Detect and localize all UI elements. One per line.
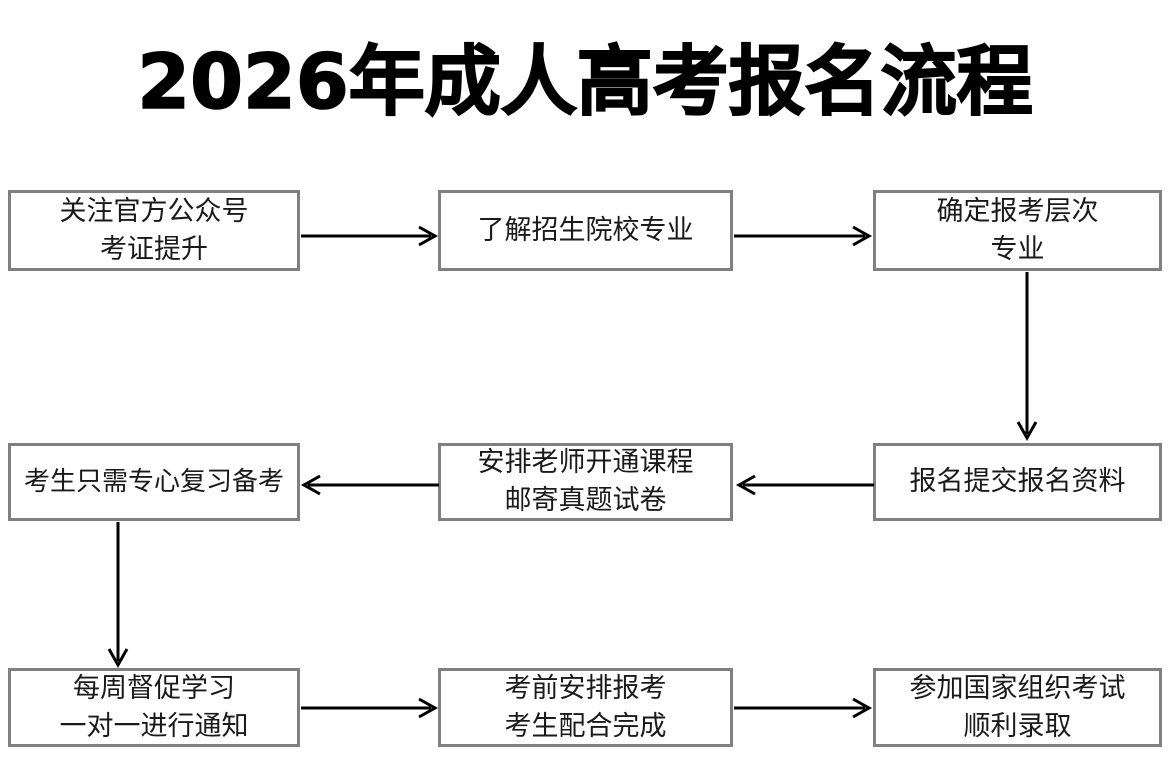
flow-node-8-line-2: 考生配合完成 [504,710,667,742]
flow-node-1-line-1: 关注官方公众号 [59,195,249,227]
flow-node-6-line-1: 考生只需专心复习备考 [23,467,284,497]
flow-node-2-line-1: 了解招生院校专业 [477,214,694,246]
arrow-node1-to-node2 [301,224,439,248]
flow-node-1[interactable]: 关注官方公众号 考证提升 [8,190,300,271]
flow-node-7-line-2: 一对一进行通知 [59,710,249,742]
page-title: 2026年成人高考报名流程 [136,36,1033,127]
arrow-node7-to-node8 [301,696,439,720]
arrow-node2-to-node3 [734,224,874,248]
flow-node-4[interactable]: 报名提交报名资料 [873,443,1162,521]
flow-node-8-line-1: 考前安排报考 [504,672,667,704]
flow-node-2[interactable]: 了解招生院校专业 [438,190,733,271]
arrow-node3-to-node4 [1015,272,1039,443]
flow-node-5-line-1: 安排老师开通课程 [477,447,694,478]
arrow-node5-to-node6 [299,473,439,497]
flow-node-6[interactable]: 考生只需专心复习备考 [8,443,300,521]
flow-node-7-line-1: 每周督促学习 [73,672,235,704]
flow-node-7[interactable]: 每周督促学习 一对一进行通知 [8,668,300,747]
flow-node-5[interactable]: 安排老师开通课程 邮寄真题试卷 [438,443,733,521]
flow-node-3-line-1: 确定报考层次 [936,195,1099,227]
arrow-node4-to-node5 [734,473,874,497]
flow-node-3-line-2: 专业 [990,233,1045,265]
flow-node-3[interactable]: 确定报考层次 专业 [873,190,1162,271]
flow-node-8[interactable]: 考前安排报考 考生配合完成 [438,668,733,747]
flow-node-9[interactable]: 参加国家组织考试 顺利录取 [873,668,1162,747]
flow-node-1-line-2: 考证提升 [100,233,208,265]
flow-node-9-line-1: 参加国家组织考试 [909,672,1126,704]
flow-node-9-line-2: 顺利录取 [963,710,1072,742]
arrow-node8-to-node9 [734,696,874,720]
flow-node-5-line-2: 邮寄真题试卷 [504,485,667,516]
arrow-node6-to-node7 [106,522,130,669]
flow-node-4-line-1: 报名提交报名资料 [909,466,1126,497]
